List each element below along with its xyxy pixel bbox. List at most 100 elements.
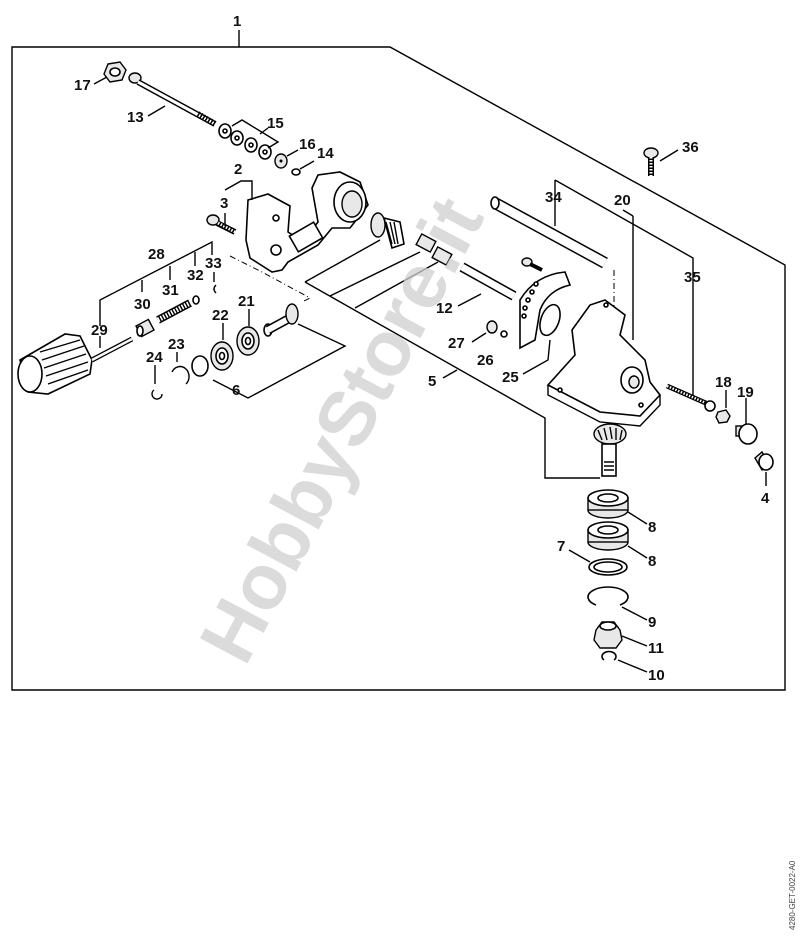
part-31-spring[interactable] [156,299,192,324]
part-26-ball[interactable] [500,330,508,338]
part-11-sprocket[interactable] [593,621,623,649]
bracket-35 [554,179,694,400]
part-label-11[interactable]: 11 [648,640,664,657]
part-29-drum-shaft[interactable] [17,333,134,395]
leader-7 [568,549,591,563]
part-label-36[interactable]: 36 [682,139,699,156]
part-label-2[interactable]: 2 [234,161,242,178]
part-label-15[interactable]: 15 [267,115,284,132]
part-12-pin[interactable] [459,262,517,301]
part-label-23[interactable]: 23 [168,336,185,353]
part-label-19[interactable]: 19 [737,384,754,401]
part-label-26[interactable]: 26 [477,352,494,369]
part-label-8a[interactable]: 8 [648,519,656,536]
part-18-nut[interactable] [715,409,731,424]
part-label-8b[interactable]: 8 [648,553,656,570]
part-10-circlip[interactable] [601,650,617,661]
part-9-circlip[interactable] [587,586,629,606]
part-label-27[interactable]: 27 [448,335,465,352]
part-7-shim[interactable] [588,558,628,576]
part-32-ring[interactable] [192,295,200,305]
part-label-5[interactable]: 5 [428,373,436,390]
leader-36 [659,149,679,162]
part-5-bevel-gear[interactable] [370,212,405,250]
part-33-clip[interactable] [213,284,217,294]
part-2-housing[interactable] [245,171,369,273]
part-label-25[interactable]: 25 [502,369,519,386]
bracket-6 [212,323,347,399]
part-label-20[interactable]: 20 [614,192,631,209]
part-21-bearing[interactable] [236,326,260,356]
part-label-6[interactable]: 6 [232,382,240,399]
part-label-16[interactable]: 16 [299,136,316,153]
part-label-17[interactable]: 17 [74,77,91,94]
part-35-bolt[interactable] [665,383,716,412]
part-19-cap[interactable] [735,423,758,445]
part-label-13[interactable]: 13 [127,109,144,126]
assembly-outline [11,46,786,691]
leader-11 [621,635,648,647]
part-label-24[interactable]: 24 [146,349,163,366]
leader-20 [622,209,634,217]
drawing-code: 4280-GET-0022-A0 [788,860,797,930]
part-13-long-bolt[interactable] [128,72,217,127]
bracket-15 [231,119,280,149]
part-14-o-ring[interactable] [291,168,301,176]
part-27-pin[interactable] [486,320,498,334]
alignment-line-left [229,255,312,303]
part-label-1[interactable]: 1 [233,13,241,30]
leader-12 [457,293,482,307]
watermark: HobbyStore.it [182,183,500,676]
leader-9 [621,606,648,621]
part-30-bushing[interactable] [135,318,155,338]
part-label-4[interactable]: 4 [761,490,770,507]
part-22-bearing[interactable] [210,341,234,371]
part-label-7[interactable]: 7 [557,538,565,555]
part-label-18[interactable]: 18 [715,374,732,391]
leader-13 [147,105,166,117]
bracket-5-main [304,281,600,479]
part-5-spacer-b[interactable] [431,245,453,267]
leader-5 [442,369,458,379]
part-25-screw[interactable] [521,257,543,272]
part-label-32[interactable]: 32 [187,267,204,284]
part-label-21[interactable]: 21 [238,293,255,310]
part-5-spacer-a[interactable] [415,232,437,254]
part-label-34[interactable]: 34 [545,189,562,206]
bracket-2 [224,180,253,200]
part-label-35[interactable]: 35 [684,269,701,286]
part-label-31[interactable]: 31 [162,282,179,299]
part-label-12[interactable]: 12 [436,300,453,317]
leader-10 [617,659,648,673]
bracket-5-c [354,261,439,309]
part-6-pinion-shaft[interactable] [263,303,299,337]
part-25-o-ring[interactable] [536,302,564,338]
part-label-22[interactable]: 22 [212,307,229,324]
part-16-washer[interactable] [274,153,288,169]
part-15-washers[interactable] [218,123,272,160]
part-36-screw[interactable] [643,147,659,176]
part-label-9[interactable]: 9 [648,614,656,631]
part-20-gear-housing[interactable] [546,299,662,427]
part-24-circlip[interactable] [151,389,163,400]
bracket-5-a [304,239,381,283]
part-5-lower-bevel-gear[interactable] [593,423,627,477]
part-23-circlip[interactable] [171,365,190,385]
part-25-flange[interactable] [519,271,572,350]
part-label-10[interactable]: 10 [648,667,665,684]
part-3-screw[interactable] [206,214,237,235]
part-label-30[interactable]: 30 [134,296,151,313]
part-8-bearing-upper[interactable] [587,489,629,519]
part-label-3[interactable]: 3 [220,195,228,212]
part-23-ring[interactable] [191,355,209,377]
part-17-nut[interactable] [103,61,127,83]
part-label-14[interactable]: 14 [317,145,334,162]
leader-8b [627,545,648,559]
part-label-29[interactable]: 29 [91,322,108,339]
part-34-rod[interactable] [490,196,608,269]
part-label-33[interactable]: 33 [205,255,222,272]
bracket-28 [99,240,213,326]
part-label-28[interactable]: 28 [148,246,165,263]
part-8-bearing-lower[interactable] [587,521,629,551]
part-4-plug[interactable] [754,450,774,471]
